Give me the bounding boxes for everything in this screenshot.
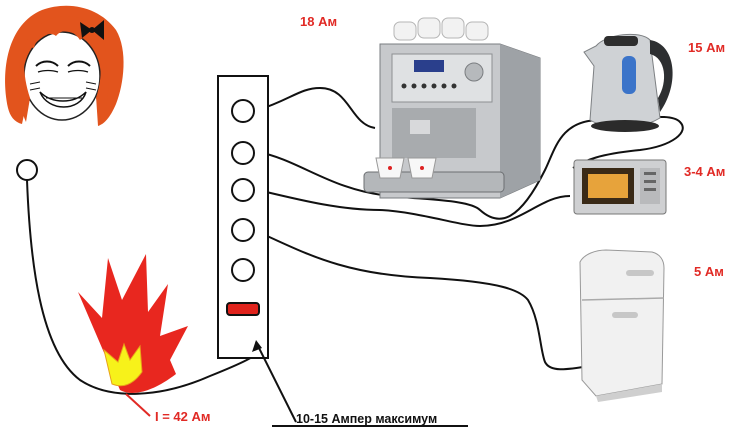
wire-fridge: [257, 231, 591, 371]
espresso-current-label: 18 Ам: [300, 14, 338, 29]
socket-5: [231, 258, 255, 282]
wire-espresso: [257, 86, 376, 129]
socket-1: [231, 99, 255, 123]
strip-switch: [226, 302, 260, 316]
microwave-icon: [573, 159, 667, 215]
current-pointer-line: [125, 393, 151, 417]
power-plug-icon: [16, 159, 38, 181]
total-current-label: I = 42 Ам: [155, 409, 211, 424]
power-strip: [217, 75, 269, 359]
wire-kettle: [257, 189, 571, 228]
espresso-machine-icon: [363, 17, 541, 199]
kettle-icon: [583, 33, 673, 132]
rage-face-girl-icon: [5, 5, 124, 127]
socket-4: [231, 218, 255, 242]
strip-max-label: 10-15 Ампер максимум: [296, 412, 438, 426]
fridge-current-label: 5 Ам: [694, 264, 724, 279]
fridge-icon: [579, 249, 665, 402]
max-pointer-line: [255, 341, 297, 423]
socket-3: [231, 178, 255, 202]
microwave-current-label: 3-4 Ам: [684, 164, 726, 179]
arrow-head-icon: [252, 340, 262, 352]
main-cord: [26, 179, 269, 395]
kettle-current-label: 15 Ам: [688, 40, 726, 55]
flame-icon: [78, 254, 188, 393]
socket-2: [231, 141, 255, 165]
